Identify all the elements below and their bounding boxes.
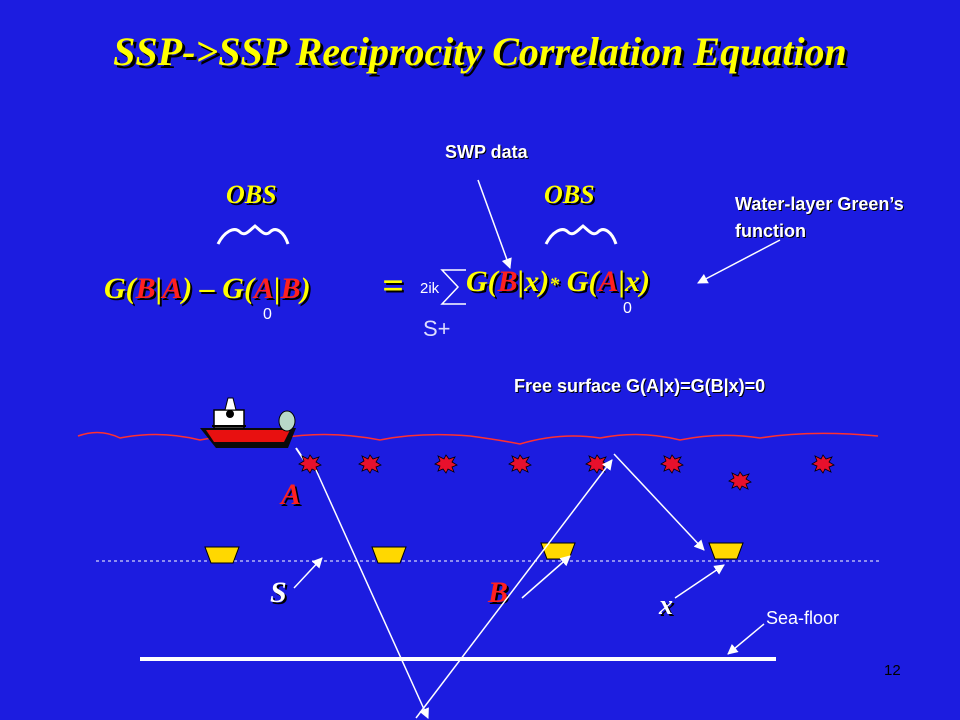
source-burst-1 [298,454,322,474]
obs-label-left: OBS [226,180,277,209]
water-surface-line [77,431,879,445]
obs-brace-left [216,224,290,245]
rhs-g-open-2: G( [559,265,599,298]
lhs-subscript: 0 [263,306,272,323]
lhs-bar-1: | [155,272,163,305]
sea-floor-pointer-arrow [727,623,765,655]
surface-s-plus: S+ [423,316,451,341]
source-burst-8 [811,454,835,474]
ray-surface-to-x [613,453,705,551]
equation-lhs: G(B|A) – G(A|B) [104,272,311,306]
lhs-bar-2: | [273,272,281,305]
receiver-2 [371,546,407,564]
swp-data-label: SWP data [445,142,528,162]
receivers [204,542,744,564]
rhs-conjugate-star: * [549,274,560,296]
point-x-label: x [659,590,673,621]
rhs-x-2: |x) [618,265,651,298]
rhs-g-open: G( [466,265,498,298]
equals-sign: = [382,265,404,307]
point-s-label: S [270,576,287,609]
equation-rhs: G(B|x)* G(A|x) [466,265,650,299]
ray-b-up [415,459,613,719]
lhs-point-b: B [135,272,156,305]
page-number: 12 [884,662,901,679]
source-burst-7 [728,471,752,491]
b-pointer-arrow [521,555,571,599]
obs-label-right: OBS [544,180,595,209]
rhs-point-a: A [598,265,619,298]
lhs-point-a2: A [253,272,274,305]
rhs-x-1: |x) [517,265,550,298]
source-burst-6 [660,454,684,474]
lhs-point-a: A [162,272,183,305]
s-pointer-arrow [293,557,323,589]
swp-data-arrow [477,179,512,269]
rhs-point-b: B [497,265,518,298]
ray-a-down [315,469,429,719]
receiver-4 [708,542,744,560]
lhs-minus: ) – G( [182,272,254,305]
receiver-1 [204,546,240,564]
source-burst-3 [434,454,458,474]
point-b-label: B [488,576,509,609]
point-a-label: A [281,478,302,511]
factor-2ik: 2ik [420,280,440,297]
rhs-subscript: 0 [623,300,632,317]
lhs-g-close: ) [300,272,311,305]
source-burst-4 [508,454,532,474]
lhs-g-open: G( [104,272,136,305]
obs-brace-right [544,224,618,245]
lhs-point-b2: B [280,272,301,305]
free-surface-label: Free surface G(A|x)=G(B|x)=0 [514,376,766,396]
slide-title: SSP->SSP Reciprocity Correlation Equatio… [113,29,847,74]
water-layer-arrow [697,239,781,284]
boat-icon [200,397,296,448]
source-bursts [298,454,835,491]
water-layer-label-line1: Water-layer Green’s [735,194,904,214]
water-layer-label-line2: function [735,221,806,241]
integral-sign [440,269,466,305]
sea-floor-label: Sea-floor [766,608,840,628]
x-pointer-arrow [674,564,725,599]
source-burst-2 [358,454,382,474]
